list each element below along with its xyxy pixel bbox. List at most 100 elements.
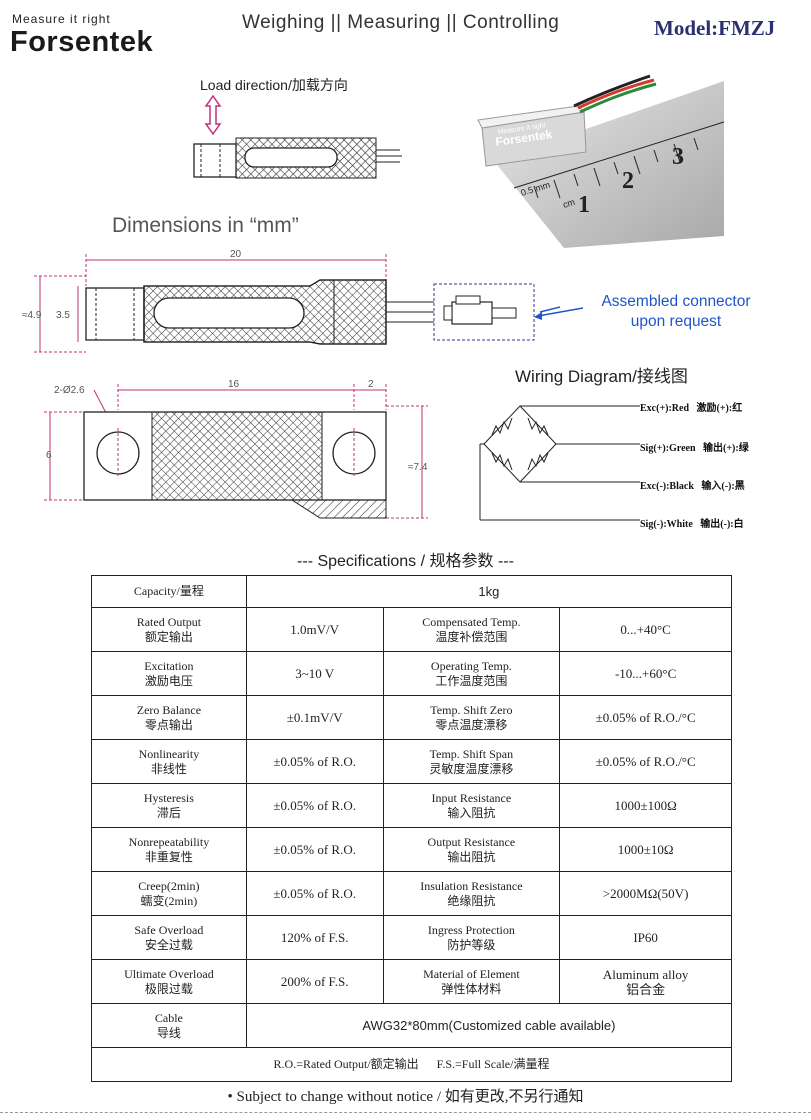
- spec-label: Operating Temp.工作温度范围: [382, 651, 561, 696]
- spec-label-line2: 弹性体材料: [441, 981, 502, 996]
- brand-logo: Forsentek: [10, 26, 154, 58]
- spec-label-line2: 零点输出: [144, 717, 193, 732]
- top-view-drawing: 20 ≈4.9 3.5: [22, 249, 560, 353]
- spec-label-line1: Temp. Shift Span: [429, 746, 514, 761]
- spec-value: ±0.05% of R.O.: [245, 871, 384, 916]
- ruler-mark-1: 1: [578, 192, 590, 218]
- spec-label-line2: 极限过载: [144, 981, 193, 996]
- spec-label-line2: 温度补偿范围: [435, 629, 508, 644]
- spec-value-line1: Aluminum alloy: [602, 966, 689, 982]
- spec-value-line1: 1.0mV/V: [290, 622, 340, 637]
- spec-value: 3~10 V: [245, 651, 384, 696]
- spec-label-line1: Ultimate Overload: [124, 966, 214, 981]
- spec-label-line1: Output Resistance: [427, 834, 516, 849]
- spec-value: ±0.05% of R.O.: [245, 739, 384, 784]
- spec-value: IP60: [559, 915, 732, 960]
- spec-value-line1: -10...+60°C: [614, 666, 677, 681]
- spec-label-line2: 绝缘阻抗: [447, 893, 496, 908]
- cable-label-line2: 导线: [156, 1025, 181, 1040]
- spec-value: 200% of F.S.: [245, 959, 384, 1004]
- spec-label-line1: Insulation Resistance: [420, 878, 523, 893]
- spec-label-line2: 蠕变(2min): [140, 893, 198, 908]
- spec-label-line2: 输出阻抗: [447, 849, 496, 864]
- spec-value: ±0.05% of R.O./°C: [559, 695, 732, 740]
- spec-label: Creep(2min)蠕变(2min): [91, 871, 247, 916]
- spec-label-line2: 非线性: [150, 761, 187, 776]
- spec-value-line1: ±0.05% of R.O.: [273, 842, 356, 857]
- assembled-connector-line2: upon request: [630, 313, 722, 330]
- load-direction-label: Load direction/加载方向: [200, 77, 348, 93]
- spec-label-line2: 滞后: [156, 805, 181, 820]
- specifications-title: --- Specifications / 规格参数 ---: [297, 553, 514, 570]
- spec-label-line2: 防护等级: [447, 937, 496, 952]
- cable-value: AWG32*80mm(Customized cable available): [245, 1003, 733, 1048]
- spec-value-line1: 1000±10Ω: [617, 842, 674, 857]
- capacity-value: 1kg: [245, 575, 733, 608]
- spec-value-line1: ±0.05% of R.O.: [273, 754, 356, 769]
- spec-label-line2: 输入阻抗: [447, 805, 496, 820]
- spec-label-line1: Hysteresis: [143, 790, 194, 805]
- spec-label-line1: Input Resistance: [431, 790, 512, 805]
- spec-value-line1: >2000MΩ(50V): [602, 886, 689, 901]
- dim-length: 20: [230, 249, 242, 260]
- spec-label-line1: Nonlinearity: [138, 746, 200, 761]
- spec-label-line2: 工作温度范围: [435, 673, 508, 688]
- wire-sig-plus: Sig(+):Green 输出(+):绿: [640, 443, 749, 454]
- spec-value-line1: 0...+40°C: [620, 622, 671, 637]
- wire-exc-minus: Exc(-):Black 输入(-):黑: [640, 481, 745, 492]
- dim-height-total: ≈7.4: [408, 462, 428, 473]
- spec-label-line1: Creep(2min): [138, 878, 200, 893]
- footnote-row: R.O.=Rated Output/额定输出 F.S.=Full Scale/满…: [91, 1047, 732, 1082]
- dim-holes: 2-Ø2.6: [54, 385, 85, 396]
- spec-value: 120% of F.S.: [245, 915, 384, 960]
- spec-value-line1: ±0.05% of R.O.: [273, 798, 356, 813]
- spec-value-line1: ±0.05% of R.O./°C: [595, 754, 696, 769]
- spec-value: ±0.05% of R.O.: [245, 827, 384, 872]
- product-photo: 1 2 3 0.5 mm cm Measure it right Forsent…: [477, 74, 724, 248]
- spec-value: -10...+60°C: [559, 651, 732, 696]
- dim-edge: 2: [368, 379, 374, 390]
- spec-value: ±0.1mV/V: [245, 695, 384, 740]
- spec-label-line1: Zero Balance: [136, 702, 202, 717]
- spec-value-line1: 1000±100Ω: [614, 798, 677, 813]
- spec-label-line1: Compensated Temp.: [422, 614, 521, 629]
- spec-value-line1: 3~10 V: [295, 666, 335, 681]
- spec-label-line2: 非重复性: [144, 849, 193, 864]
- spec-value-line1: ±0.05% of R.O./°C: [595, 710, 696, 725]
- change-notice: • Subject to change without notice / 如有更…: [227, 1089, 584, 1105]
- spec-value-line1: 200% of F.S.: [280, 974, 349, 989]
- spec-value-line1: 120% of F.S.: [280, 930, 349, 945]
- ruler-mark-2: 2: [622, 168, 634, 194]
- spec-value: ±0.05% of R.O./°C: [559, 739, 732, 784]
- spec-value-line1: ±0.1mV/V: [286, 710, 343, 725]
- abbreviation-footnote: R.O.=Rated Output/额定输出 F.S.=Full Scale/满…: [91, 1047, 732, 1082]
- dimensions-title: Dimensions in “mm”: [112, 214, 299, 237]
- spec-value: ±0.05% of R.O.: [245, 783, 384, 828]
- assembled-connector-line1: Assembled connector: [601, 293, 751, 310]
- spec-label-line2: 零点温度漂移: [435, 717, 508, 732]
- dim-height-inner: 3.5: [56, 310, 70, 321]
- ruler-text-cm: cm: [562, 197, 576, 210]
- load-arrow-icon: [204, 94, 222, 136]
- wiring-diagram: [479, 405, 640, 521]
- capacity-row: Capacity/量程 1kg: [91, 575, 733, 608]
- footer-divider: [0, 1112, 811, 1113]
- spec-label-line1: Temp. Shift Zero: [430, 702, 513, 717]
